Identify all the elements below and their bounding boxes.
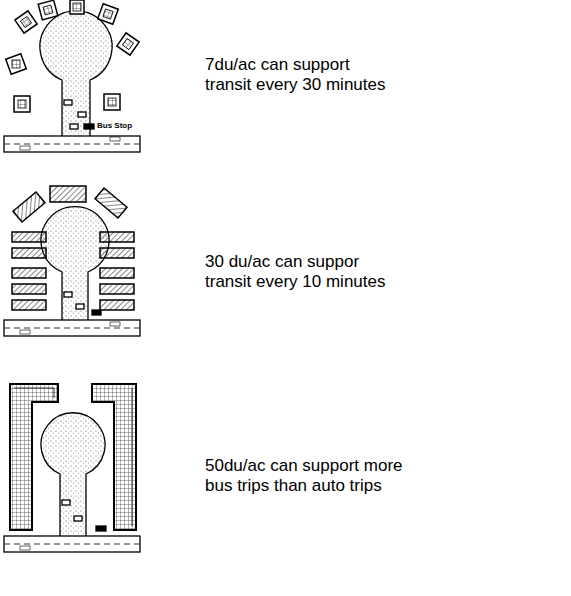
low-density-cul-de-sac bbox=[4, 0, 140, 152]
density-caption: 50du/ac can support more bus trips than … bbox=[205, 456, 405, 497]
density-caption: 7du/ac can support transit every 30 minu… bbox=[205, 55, 388, 96]
bus-stop-label: Bus Stop bbox=[96, 121, 133, 131]
high-density-cul-de-sac bbox=[4, 384, 140, 552]
density-caption: 30 du/ac can suppor transit every 10 min… bbox=[205, 252, 388, 293]
medium-density-cul-de-sac bbox=[4, 186, 140, 336]
